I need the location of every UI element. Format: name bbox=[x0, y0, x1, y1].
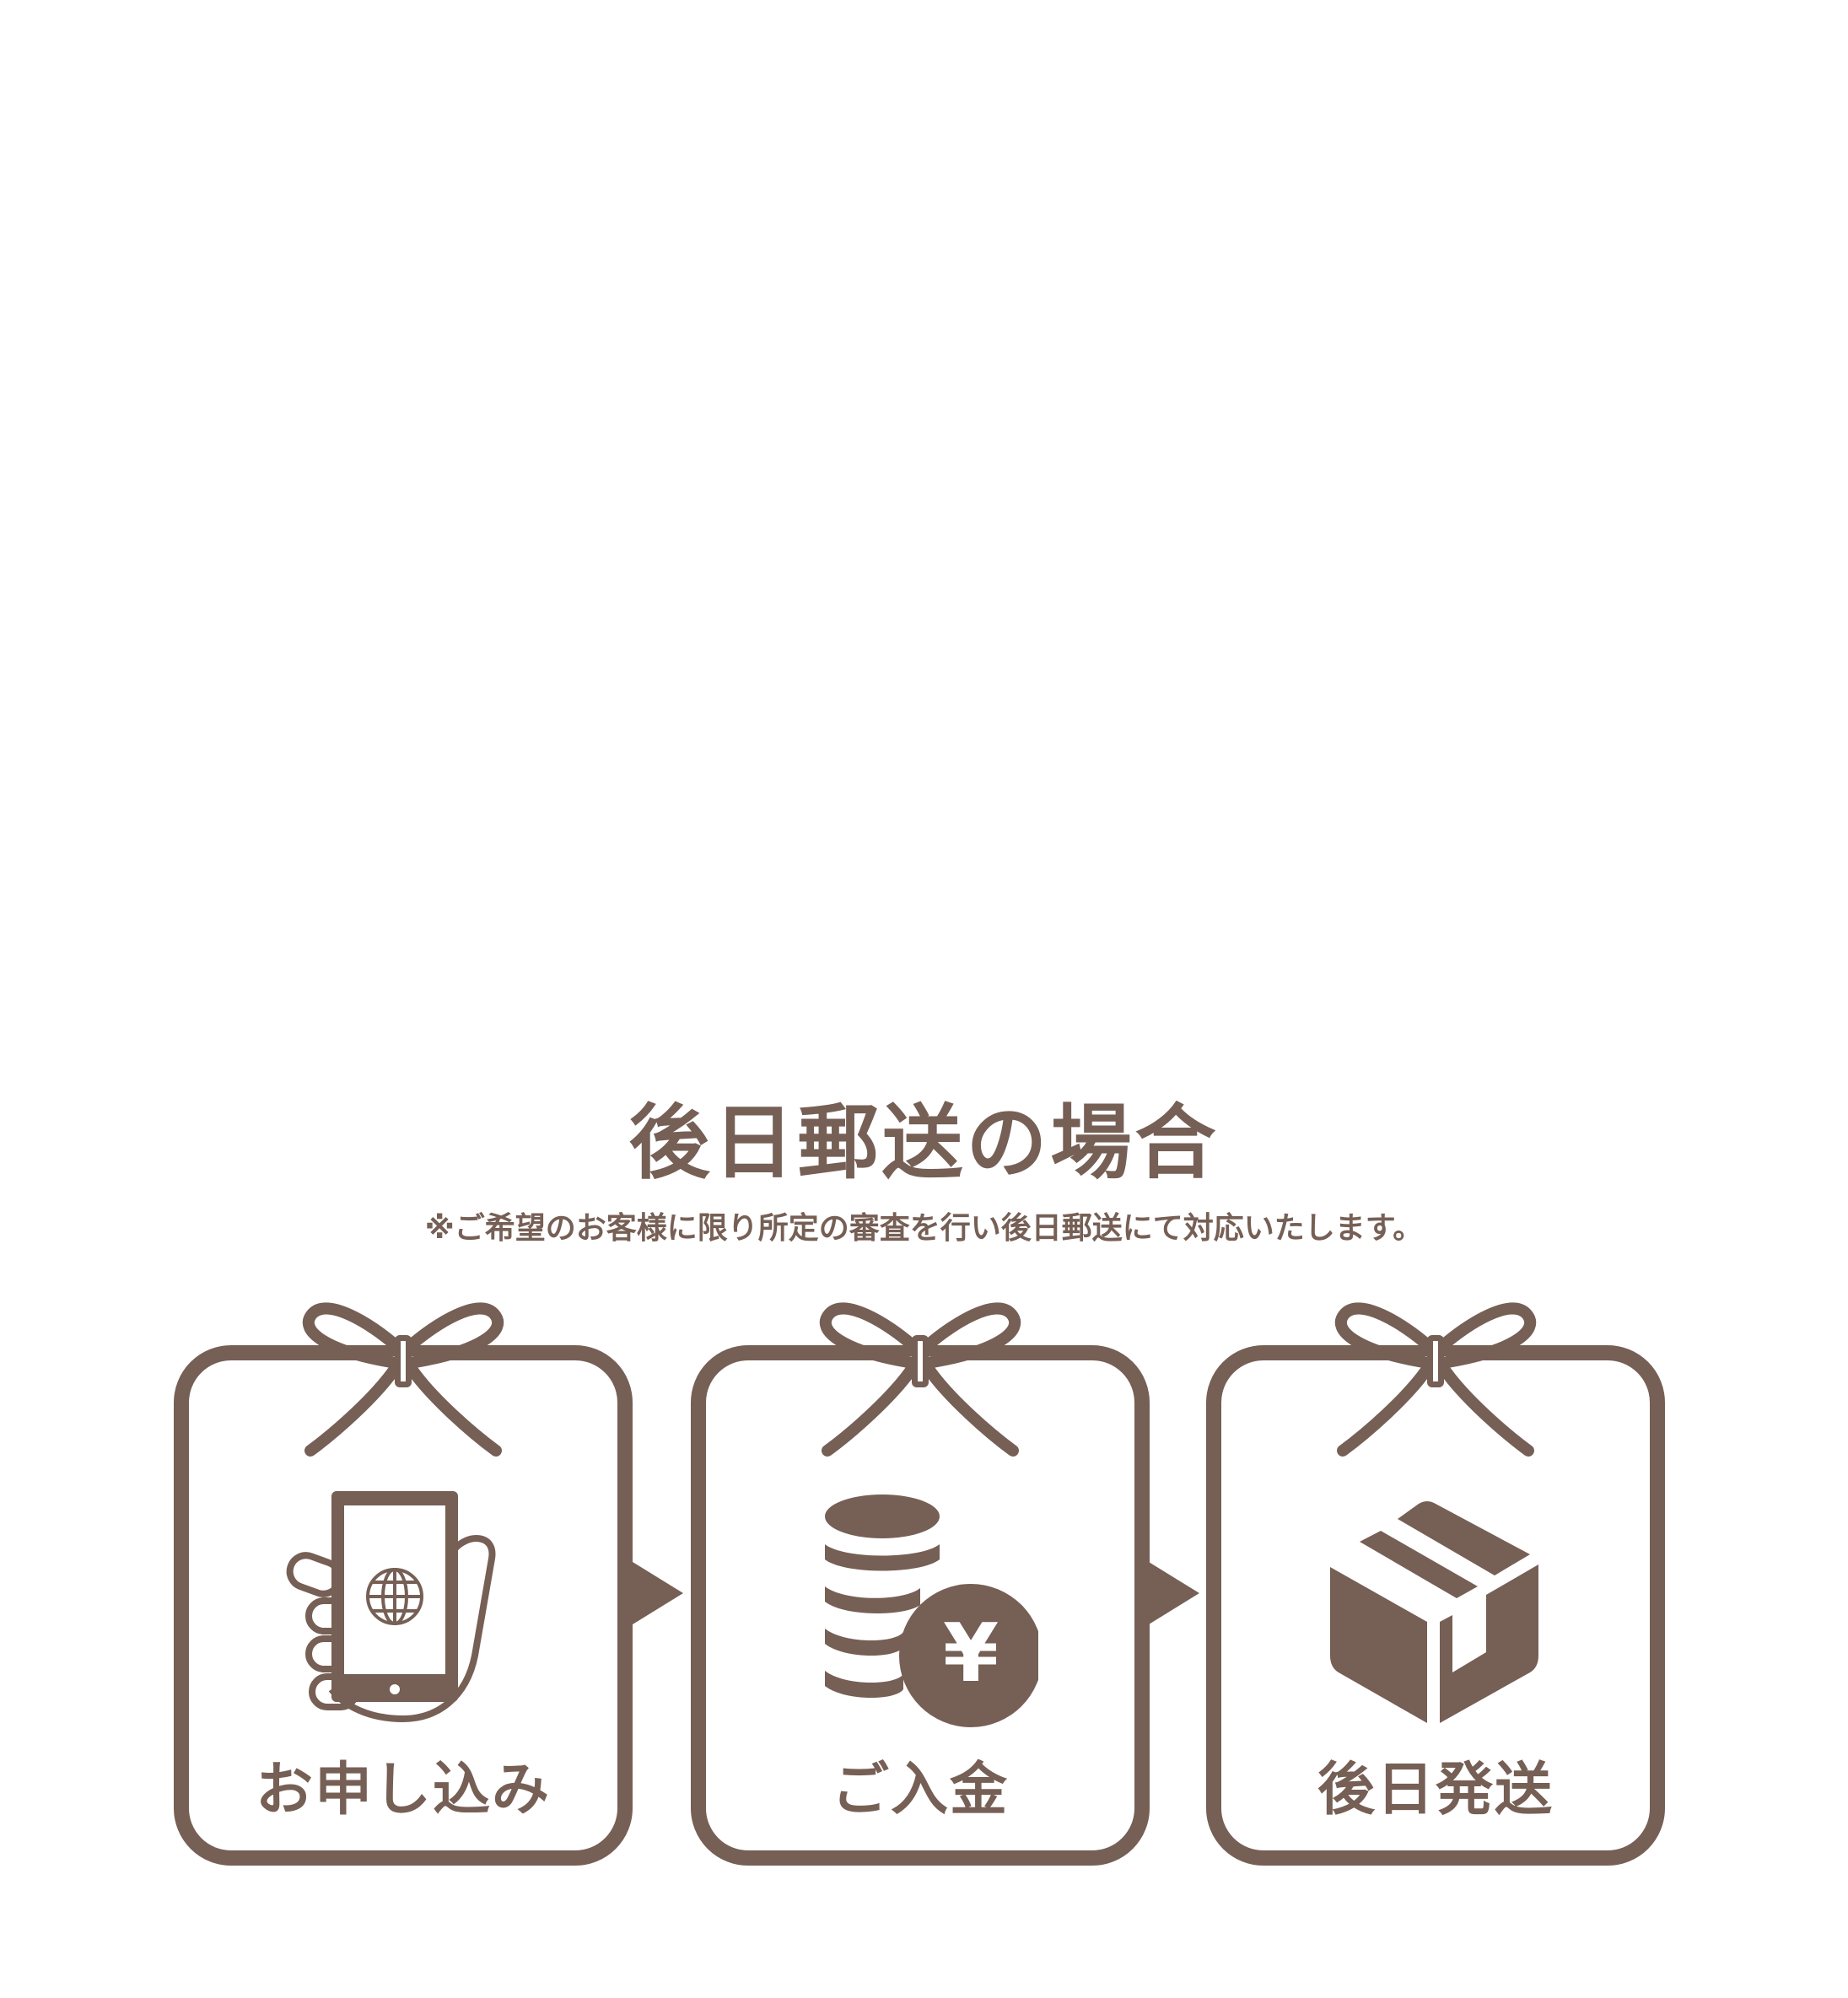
ribbon-bow-icon bbox=[302, 1302, 504, 1457]
step-label: お申し込み bbox=[255, 1757, 551, 1823]
step-card-shipping: 後日発送 bbox=[1206, 1302, 1665, 1866]
shipping-note: ※ご希望のお客様に限り所定の審査を行い後日郵送にて対応いたします。 bbox=[424, 1211, 1424, 1246]
yen-symbol: ¥ bbox=[943, 1608, 999, 1700]
step-card-payment: ¥ ご入金 bbox=[691, 1302, 1150, 1866]
smartphone-in-hand-icon bbox=[286, 1491, 496, 1722]
yen-coins-icon: ¥ bbox=[825, 1494, 1038, 1727]
arrow-right-icon bbox=[633, 1562, 683, 1624]
ribbon-bow-icon bbox=[1334, 1302, 1537, 1457]
step-label: 後日発送 bbox=[1317, 1757, 1554, 1823]
package-box-icon bbox=[1330, 1501, 1538, 1723]
page-title: 後日郵送の場合 bbox=[628, 1096, 1220, 1190]
step-label: ご入金 bbox=[831, 1757, 1009, 1823]
arrow-right-icon bbox=[1149, 1562, 1199, 1624]
step-card-application: お申し込み bbox=[174, 1302, 633, 1866]
ribbon-bow-icon bbox=[819, 1302, 1021, 1457]
